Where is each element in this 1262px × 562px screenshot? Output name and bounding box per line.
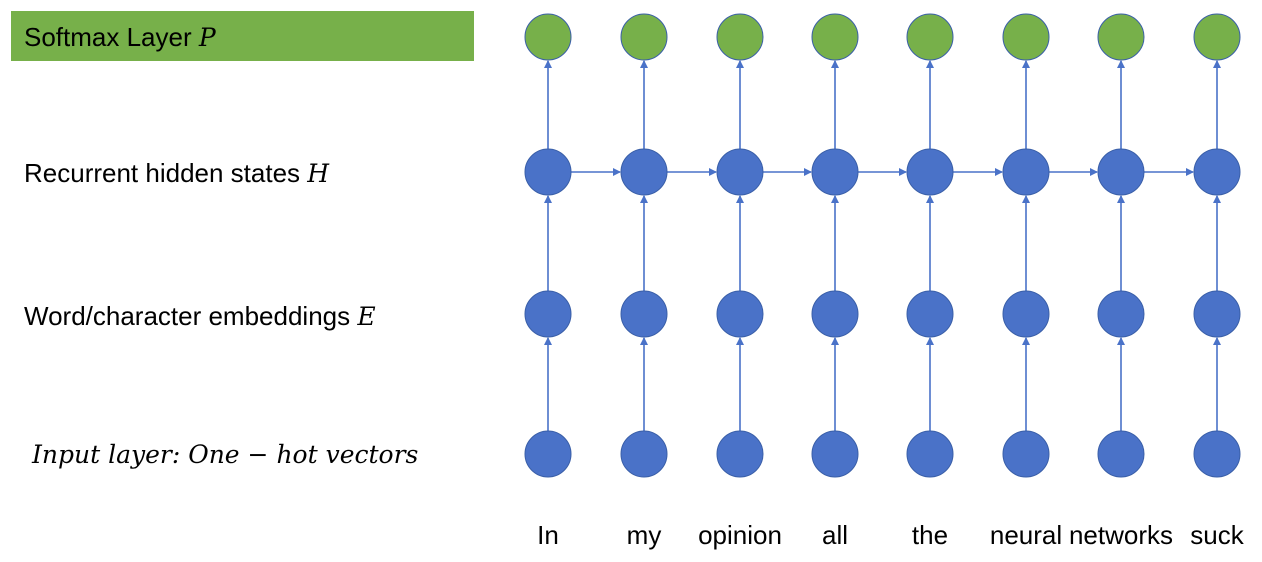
hidden-node: [906, 148, 954, 196]
hidden-node: [811, 148, 859, 196]
input-node: [1002, 430, 1050, 478]
word-token: networks: [1068, 520, 1174, 550]
softmax-layer-var: P: [198, 23, 216, 52]
input-node: [524, 430, 572, 478]
hidden-states-label: Recurrent hidden states H: [24, 158, 329, 189]
input-node: [1193, 430, 1241, 478]
word-token: all: [821, 520, 849, 550]
hidden-states-var: H: [307, 159, 330, 188]
embeddings-text: Word/character embeddings: [24, 301, 351, 331]
softmax-node: [1097, 13, 1145, 61]
embedding-node: [716, 290, 764, 338]
softmax-node: [811, 13, 859, 61]
embeddings-label: Word/character embeddings E: [24, 301, 376, 332]
hidden-node: [620, 148, 668, 196]
embedding-node: [524, 290, 572, 338]
input-node: [716, 430, 764, 478]
input-node: [620, 430, 668, 478]
word-token: suck: [1190, 520, 1244, 550]
word-token: In: [537, 520, 559, 550]
embedding-node: [906, 290, 954, 338]
embeddings-var: E: [357, 302, 376, 331]
softmax-node: [620, 13, 668, 61]
softmax-node: [906, 13, 954, 61]
hidden-node: [524, 148, 572, 196]
embedding-node: [1002, 290, 1050, 338]
hidden-node: [1002, 148, 1050, 196]
softmax-node: [716, 13, 764, 61]
embedding-node: [1193, 290, 1241, 338]
hidden-states-text: Recurrent hidden states: [24, 158, 301, 188]
hidden-node: [716, 148, 764, 196]
input-node: [811, 430, 859, 478]
hidden-node: [1193, 148, 1241, 196]
nodes-group: [524, 13, 1241, 478]
embedding-node: [620, 290, 668, 338]
softmax-layer-text: Softmax Layer: [24, 22, 192, 52]
input-node: [1097, 430, 1145, 478]
softmax-layer-band: [11, 11, 474, 61]
input-node: [906, 430, 954, 478]
word-token: opinion: [698, 520, 782, 550]
softmax-node: [1193, 13, 1241, 61]
softmax-node: [524, 13, 572, 61]
softmax-node: [1002, 13, 1050, 61]
softmax-layer-label: Softmax Layer P: [24, 22, 216, 53]
word-token: my: [626, 520, 662, 550]
embedding-node: [1097, 290, 1145, 338]
word-token: neural: [989, 520, 1063, 550]
word-token: the: [911, 520, 949, 550]
input-layer-label: Input layer: One − hot vectors: [32, 440, 419, 469]
embedding-node: [811, 290, 859, 338]
hidden-node: [1097, 148, 1145, 196]
edges-group: [544, 60, 1221, 431]
